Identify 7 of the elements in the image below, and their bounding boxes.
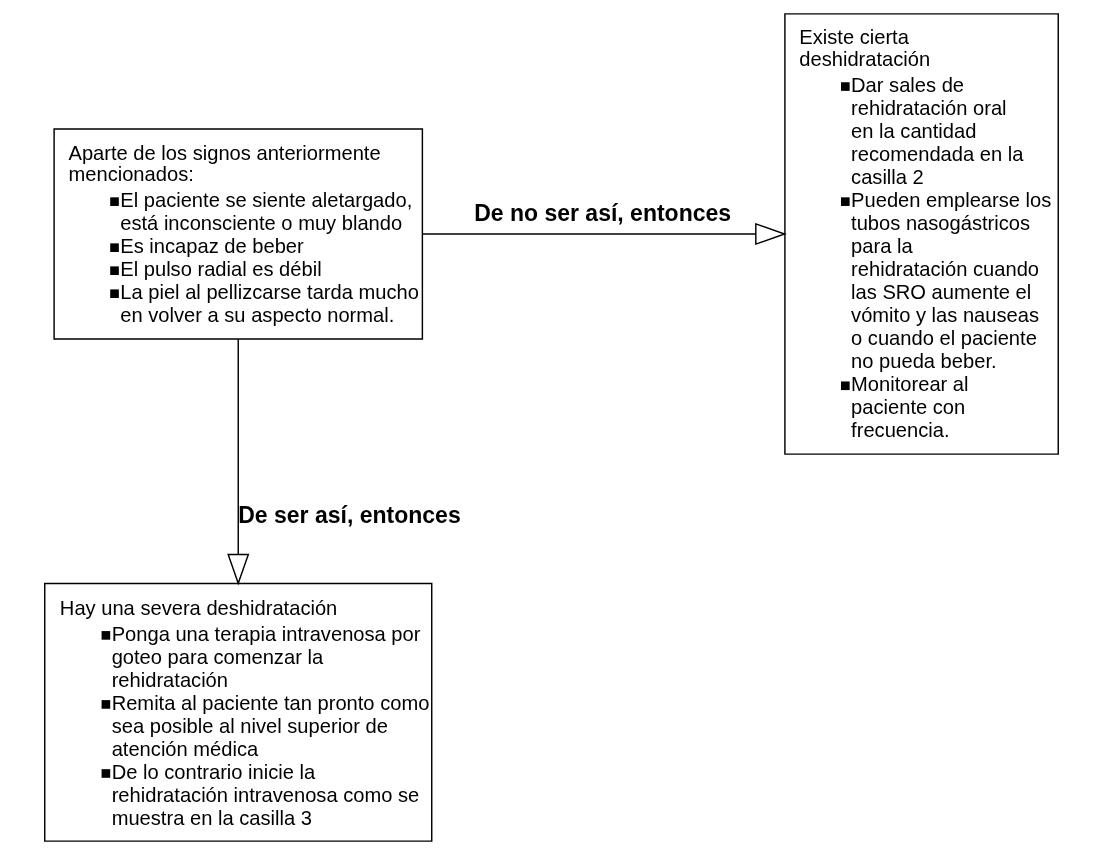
- edge-label: De ser así, entonces: [237, 501, 461, 528]
- arrow: [421, 222, 787, 246]
- node-box: Existe cierta deshidratación Dar sales de rehidratación oral en la cantidad recomendada en la casilla 2 Pueden emplearse los tubos nasogástricos para la rehidratación cuando las SRO aumente el vómito y las nauseas o cuando el paciente no pueda beber. Monitorear al paciente con frecuencia.: [783, 13, 1059, 455]
- node-box: Aparte de los signos anteriormente mencionados: El paciente se siente aletargado, está inconsciente o muy blando Es incapaz de beber El pulso radial es débil La piel al pellizcarse tarda mucho en volver a su aspecto normal.: [52, 128, 423, 340]
- edge-label: De no ser así, entonces: [473, 199, 731, 226]
- node-box: Hay una severa deshidratación Ponga una terapia intravenosa por goteo para comenzar la rehidratación Remita al paciente tan pronto como sea posible al nivel superior de atención médica De lo contrario inicie la rehidratación intravenosa como se muestra en la casilla 3: [43, 582, 432, 842]
- arrow: [226, 338, 249, 586]
